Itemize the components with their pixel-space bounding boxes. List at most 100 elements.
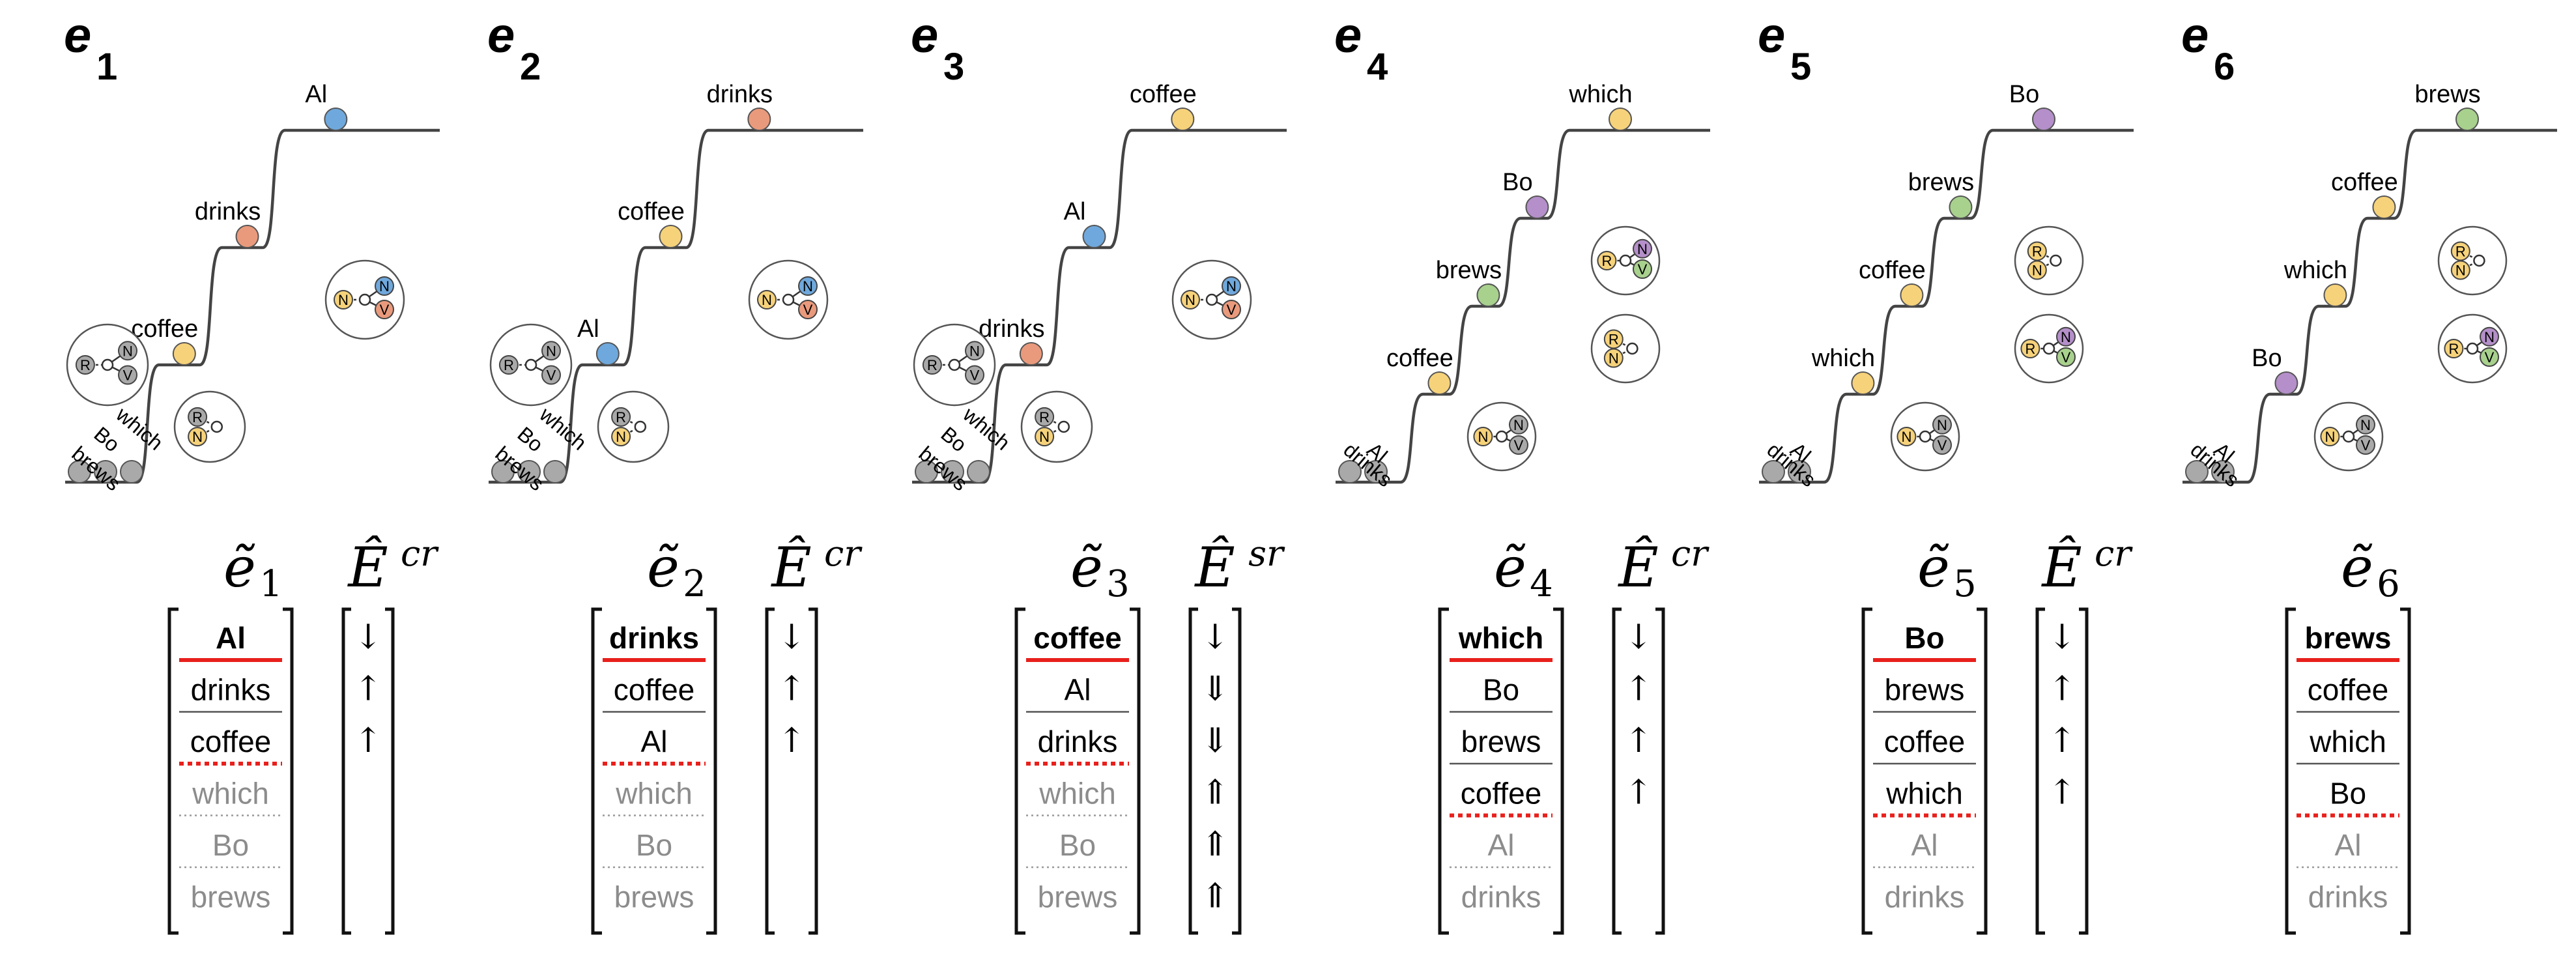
slot-circle-group: NNV [2313, 401, 2384, 472]
slot-node-letter: N [762, 292, 772, 308]
slot-node-letter: R [616, 409, 626, 425]
slot-node-letter: R [927, 357, 937, 373]
panel-label: e [911, 8, 938, 63]
slot-hub [524, 358, 537, 371]
slot-node-N [2320, 427, 2340, 446]
grounded-token [1338, 460, 1362, 483]
matrix-title-sub: 1 [259, 563, 283, 605]
matrix-title-sub: 4 [1530, 563, 1553, 605]
direction-arrow: ⇑ [1201, 773, 1229, 813]
panel-label-sub: 2 [520, 46, 541, 88]
slot-node-V [1633, 259, 1652, 279]
arrows-bracket-right [1232, 607, 1242, 935]
step-token-coffee [1427, 371, 1452, 395]
slot-circle-group: RNV [66, 323, 149, 407]
panel-label-sub: 6 [2214, 46, 2235, 88]
slot-hub [1626, 342, 1639, 355]
slot-node-letter: V [547, 367, 556, 384]
slot-hub [2473, 254, 2485, 267]
matrix-row-which: which [615, 777, 693, 811]
matrix-row-Bo: Bo [1059, 828, 1096, 862]
slot-node-N [1181, 290, 1200, 309]
slot-node-N [1932, 414, 1952, 435]
arrows-bracket-right [1655, 607, 1665, 935]
slot-node-letter: N [1226, 278, 1237, 295]
step-token-Bo [2274, 371, 2298, 395]
matrix-title: ẽ [2341, 536, 2373, 599]
slot-node-letter: N [192, 429, 203, 445]
slot-node-letter: N [969, 343, 980, 359]
grounded-token [491, 460, 515, 483]
slot-node-R [1603, 329, 1624, 349]
step-token-Bo [2032, 108, 2055, 131]
direction-arrow: ⇑ [1201, 825, 1229, 864]
matrix-row-brews: brews [1885, 673, 1965, 707]
matrix-row-Bo: Bo [2330, 777, 2366, 811]
slot-node-letter: V [1227, 302, 1237, 318]
arrows-title-sup: cr [824, 533, 863, 574]
slot-circle-group: RN [173, 390, 246, 463]
slot-node-letter: N [803, 278, 813, 295]
matrix-bracket-right [1130, 607, 1141, 935]
arrows-title: Ê [347, 536, 388, 599]
step-token-which [1851, 371, 1875, 395]
step-label-which: which [1811, 345, 1875, 372]
slot-node-N [118, 341, 137, 361]
direction-arrow: ↑ [354, 670, 382, 709]
step-token-brews [1949, 195, 1973, 219]
step-label-brews: brews [2414, 81, 2480, 108]
matrix-row-coffee: coffee [1461, 777, 1541, 811]
staircase-line [912, 128, 1287, 484]
matrix-title: ẽ [223, 536, 256, 599]
matrix-row-Bo: Bo [212, 828, 249, 862]
matrix-row-Al: Al [1911, 828, 1938, 862]
arrows-bracket-left [2035, 607, 2045, 935]
direction-arrow: ⇓ [1201, 721, 1229, 760]
grounded-label-which: which [958, 402, 1015, 455]
matrix-row-brews: brews [1461, 725, 1541, 758]
slot-circle-group: RN [2014, 225, 2084, 296]
arrows-bracket-left [1188, 607, 1198, 935]
slot-node-letter: V [2061, 349, 2071, 366]
direction-arrow: ⇓ [1201, 670, 1229, 709]
slot-node-letter: V [1514, 437, 1524, 453]
matrix-row-Al: Al [1065, 673, 1091, 707]
slot-node-V [541, 365, 561, 385]
step-label-which: which [2283, 257, 2347, 284]
slot-node-letter: R [1609, 331, 1619, 347]
slot-node-N [757, 290, 777, 309]
panel-label: e [2181, 8, 2209, 63]
arrows-bracket-left [1612, 607, 1622, 935]
slot-circle-group: NNV [748, 259, 829, 340]
slot-hub [1205, 293, 1218, 306]
slot-circle [173, 390, 246, 463]
matrix-row-Al: Al [2335, 828, 2362, 862]
panel-label: e [1758, 8, 1785, 63]
slot-node-letter: V [2361, 437, 2371, 453]
slot-node-N [2450, 260, 2470, 280]
slot-node-R [75, 355, 95, 375]
slot-node-letter: N [1609, 351, 1619, 367]
matrix-row-brews: brews [191, 880, 271, 914]
panel-label-sub: 5 [1790, 46, 1811, 88]
slot-circle [2437, 225, 2508, 296]
step-label-Bo: Bo [1502, 169, 1532, 196]
matrix-bracket-right [706, 607, 717, 935]
direction-arrow: ↑ [354, 721, 382, 760]
slot-circle-group: NNV [1171, 259, 1252, 340]
grounded-token [915, 460, 938, 483]
step-token-Al [595, 342, 620, 366]
matrix-row-Al: Al [216, 621, 246, 655]
slot-node-R [2027, 241, 2047, 261]
grounded-token [68, 460, 91, 483]
step-label-drinks: drinks [979, 315, 1044, 343]
slot-circle-group: RNV [913, 323, 996, 407]
slot-circle-group: RN [597, 390, 670, 463]
slot-circle [1020, 390, 1093, 463]
slot-circle-group: RN [2437, 225, 2508, 296]
